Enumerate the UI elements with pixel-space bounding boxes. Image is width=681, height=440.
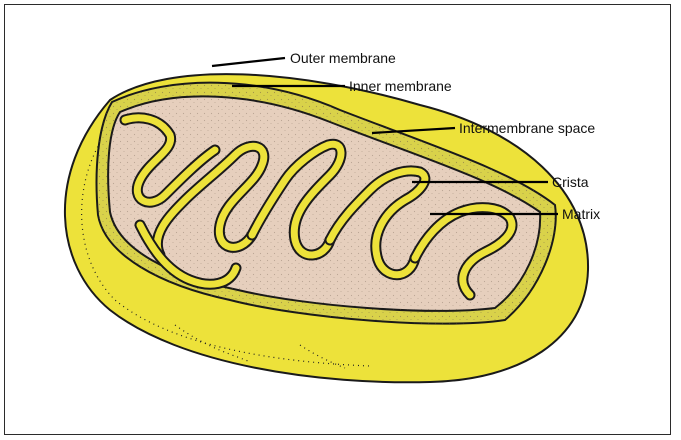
label-outer-membrane: Outer membrane	[290, 50, 396, 66]
leader-outer-membrane	[212, 58, 285, 66]
label-inner-membrane: Inner membrane	[349, 78, 452, 94]
label-matrix: Matrix	[562, 206, 600, 222]
label-intermembrane-space: Intermembrane space	[459, 120, 595, 136]
label-crista: Crista	[552, 174, 589, 190]
